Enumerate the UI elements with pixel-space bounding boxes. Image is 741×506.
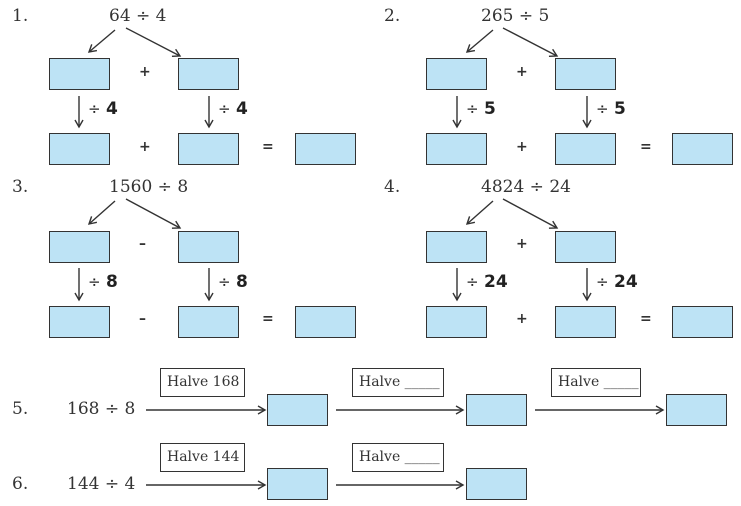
result-box[interactable] [672,306,733,338]
operator: – [139,236,146,252]
result-box[interactable] [672,133,733,165]
problem-expression: 265 ÷ 5 [481,6,550,26]
divide-label: ÷ 4 [218,99,248,119]
problem-expression: 64 ÷ 4 [109,6,167,26]
answer-box[interactable] [49,58,110,90]
answer-box[interactable] [426,306,487,338]
problem-expression: 1560 ÷ 8 [109,177,189,197]
answer-box[interactable] [666,394,727,426]
problem-expression: 168 ÷ 8 [67,399,136,419]
result-box[interactable] [295,133,356,165]
answer-box[interactable] [466,468,527,500]
split-arrow-left [87,29,116,53]
operator: + [516,139,528,155]
answer-box[interactable] [426,58,487,90]
problem-expression: 144 ÷ 4 [67,474,136,494]
answer-box[interactable] [426,133,487,165]
operator: + [516,236,528,252]
answer-box[interactable] [466,394,527,426]
problem-number: 4. [384,177,401,197]
answer-box[interactable] [267,394,328,426]
split-arrow-left [465,200,494,225]
divide-label: ÷ 8 [88,272,118,292]
problem-number: 6. [12,474,29,494]
step-label: Halve _____ [551,368,641,397]
equals-sign: = [262,139,274,155]
answer-box[interactable] [178,58,239,90]
problem-number: 2. [384,6,401,26]
step-label: Halve 144 [160,443,245,472]
problem-expression: 4824 ÷ 24 [481,177,571,197]
answer-box[interactable] [178,231,239,263]
answer-box[interactable] [555,231,616,263]
split-arrow-right [502,27,559,58]
answer-box[interactable] [178,133,239,165]
split-arrow-left [465,29,494,53]
split-arrow-left [87,200,116,225]
answer-box[interactable] [555,58,616,90]
split-arrow-right [125,198,182,229]
answer-box[interactable] [426,231,487,263]
answer-box[interactable] [555,306,616,338]
divide-label: ÷ 5 [466,99,496,119]
split-arrow-right [502,198,559,229]
operator: + [139,64,151,80]
operator: + [516,311,528,327]
equals-sign: = [262,311,274,327]
divide-label: ÷ 24 [466,272,508,292]
step-label: Halve _____ [352,443,444,472]
problem-number: 5. [12,399,29,419]
problem-number: 1. [12,6,29,26]
answer-box[interactable] [49,306,110,338]
answer-box[interactable] [555,133,616,165]
operator: + [516,64,528,80]
problem-number: 3. [12,177,29,197]
divide-label: ÷ 8 [218,272,248,292]
equals-sign: = [640,311,652,327]
result-box[interactable] [295,306,356,338]
step-label: Halve 168 [160,368,245,397]
divide-label: ÷ 4 [88,99,118,119]
equals-sign: = [640,139,652,155]
step-label: Halve _____ [352,368,444,397]
answer-box[interactable] [267,468,328,500]
answer-box[interactable] [49,231,110,263]
answer-box[interactable] [49,133,110,165]
operator: + [139,139,151,155]
operator: – [139,311,146,327]
divide-label: ÷ 24 [596,272,638,292]
divide-label: ÷ 5 [596,99,626,119]
split-arrow-right [125,27,182,58]
answer-box[interactable] [178,306,239,338]
